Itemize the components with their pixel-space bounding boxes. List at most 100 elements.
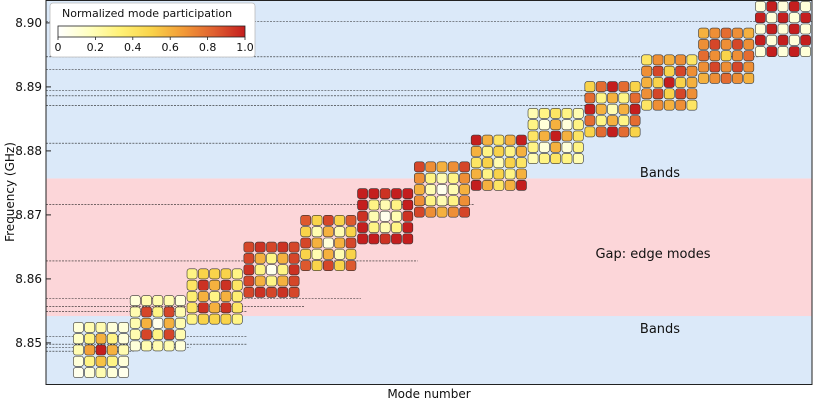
mode-12-site-1-0 xyxy=(698,39,709,50)
mode-5-site-3-0 xyxy=(300,248,312,260)
mode-5-site-0-2 xyxy=(322,215,334,226)
mode-5-site-4-3 xyxy=(334,260,345,271)
mode-1-site-3-2 xyxy=(95,355,107,367)
mode-13-site-1-1 xyxy=(766,12,778,24)
mode-13-site-3-0 xyxy=(755,34,766,46)
mode-10-site-1-3 xyxy=(618,92,630,104)
mode-9-site-1-3 xyxy=(561,119,573,131)
mode-6-site-0-4 xyxy=(402,188,414,200)
mode-8-site-4-2 xyxy=(493,180,505,191)
colorbar-title: Normalized mode participation xyxy=(62,7,232,20)
mode-block-5 xyxy=(300,215,357,271)
mode-5-site-3-2 xyxy=(322,248,334,260)
mode-13-site-3-2 xyxy=(777,34,789,46)
mode-13-site-0-2 xyxy=(777,1,789,12)
mode-11-site-3-1 xyxy=(652,88,664,100)
mode-13-site-1-4 xyxy=(800,12,811,24)
mode-12-site-2-0 xyxy=(698,50,709,62)
mode-3-site-0-4 xyxy=(231,268,243,280)
mode-7-site-2-0 xyxy=(414,184,425,195)
mode-5-site-2-0 xyxy=(300,237,312,249)
mode-6-site-0-3 xyxy=(391,188,402,200)
mode-12-site-1-2 xyxy=(720,39,732,50)
mode-11-site-3-2 xyxy=(663,88,675,100)
y-tick-label-2: 8.87 xyxy=(15,208,42,222)
colorbar-tick-label-2: 0.4 xyxy=(124,41,142,54)
mode-9-site-1-2 xyxy=(550,119,562,131)
mode-2-site-1-2 xyxy=(152,306,164,318)
mode-3-site-1-3 xyxy=(220,279,232,291)
y-tick-label-3: 8.88 xyxy=(15,144,42,158)
mode-2-site-2-2 xyxy=(152,317,164,329)
mode-5-site-1-0 xyxy=(300,226,312,238)
mode-8-site-0-0 xyxy=(470,134,482,146)
mode-11-site-2-4 xyxy=(686,77,698,88)
mode-10-site-1-1 xyxy=(595,92,607,104)
mode-1-site-2-2 xyxy=(95,344,107,356)
mode-12-site-2-4 xyxy=(743,50,755,62)
mode-3-site-1-1 xyxy=(198,279,209,291)
y-axis: 8.858.868.878.888.898.90 xyxy=(15,16,51,350)
mode-9-site-4-4 xyxy=(572,153,584,164)
mode-12-site-0-3 xyxy=(732,27,743,39)
mode-6-site-3-0 xyxy=(357,222,368,233)
mode-5-site-0-3 xyxy=(334,215,345,226)
mode-block-13 xyxy=(755,1,811,57)
mode-3-site-2-4 xyxy=(231,291,243,302)
mode-7-site-1-3 xyxy=(447,172,459,184)
mode-10-site-0-0 xyxy=(584,81,596,92)
mode-13-site-2-0 xyxy=(755,23,766,35)
mode-8-site-2-4 xyxy=(516,157,527,169)
mode-11-site-2-2 xyxy=(663,77,675,88)
mode-1-site-0-2 xyxy=(95,322,107,333)
mode-13-site-3-3 xyxy=(788,34,800,46)
mode-9-site-0-4 xyxy=(572,108,584,119)
y-tick-label-1: 8.86 xyxy=(15,272,42,286)
mode-6-site-3-3 xyxy=(391,222,402,233)
mode-5-site-1-3 xyxy=(334,226,345,238)
mode-12-site-3-4 xyxy=(743,61,755,73)
mode-6-site-0-1 xyxy=(368,188,380,200)
mode-2-site-2-3 xyxy=(163,317,175,329)
mode-11-site-2-3 xyxy=(675,77,686,88)
mode-2-site-2-1 xyxy=(141,317,152,329)
mode-4-site-4-1 xyxy=(254,286,266,298)
mode-9-site-4-0 xyxy=(527,153,539,164)
mode-1-site-0-0 xyxy=(73,322,84,333)
mode-12-site-1-1 xyxy=(709,39,721,50)
mode-2-site-4-2 xyxy=(152,340,164,352)
mode-8-site-4-0 xyxy=(470,180,482,191)
mode-11-site-2-0 xyxy=(641,77,653,88)
mode-2-site-1-3 xyxy=(163,306,175,318)
mode-9-site-4-2 xyxy=(550,153,562,164)
mode-5-site-3-3 xyxy=(334,248,345,260)
mode-5-site-3-1 xyxy=(311,248,323,260)
mode-2-site-0-2 xyxy=(152,295,164,307)
mode-9-site-1-1 xyxy=(539,119,550,131)
mode-9-site-3-0 xyxy=(527,141,539,153)
mode-13-site-4-4 xyxy=(800,46,811,57)
mode-13-site-2-2 xyxy=(777,23,789,35)
mode-10-site-3-2 xyxy=(607,115,618,126)
mode-4-site-4-4 xyxy=(288,286,300,298)
mode-7-site-3-3 xyxy=(447,195,459,207)
mode-9-site-3-1 xyxy=(539,141,550,153)
mode-12-site-2-3 xyxy=(732,50,743,62)
mode-6-site-0-0 xyxy=(357,188,368,200)
region-label-1: Gap: edge modes xyxy=(595,247,710,262)
mode-1-site-4-2 xyxy=(95,367,107,378)
mode-heatmaps xyxy=(73,1,811,378)
x-axis-title: Mode number xyxy=(387,387,470,400)
mode-9-site-4-1 xyxy=(539,153,550,164)
mode-5-site-4-2 xyxy=(322,260,334,271)
y-tick-label-0: 8.85 xyxy=(15,336,42,350)
mode-3-site-0-1 xyxy=(198,268,209,280)
mode-block-4 xyxy=(243,241,300,298)
mode-6-site-1-4 xyxy=(402,199,414,211)
mode-1-site-2-0 xyxy=(73,344,84,356)
mode-13-site-0-1 xyxy=(766,1,778,12)
mode-11-site-4-3 xyxy=(675,99,686,111)
mode-7-site-1-1 xyxy=(425,172,437,184)
